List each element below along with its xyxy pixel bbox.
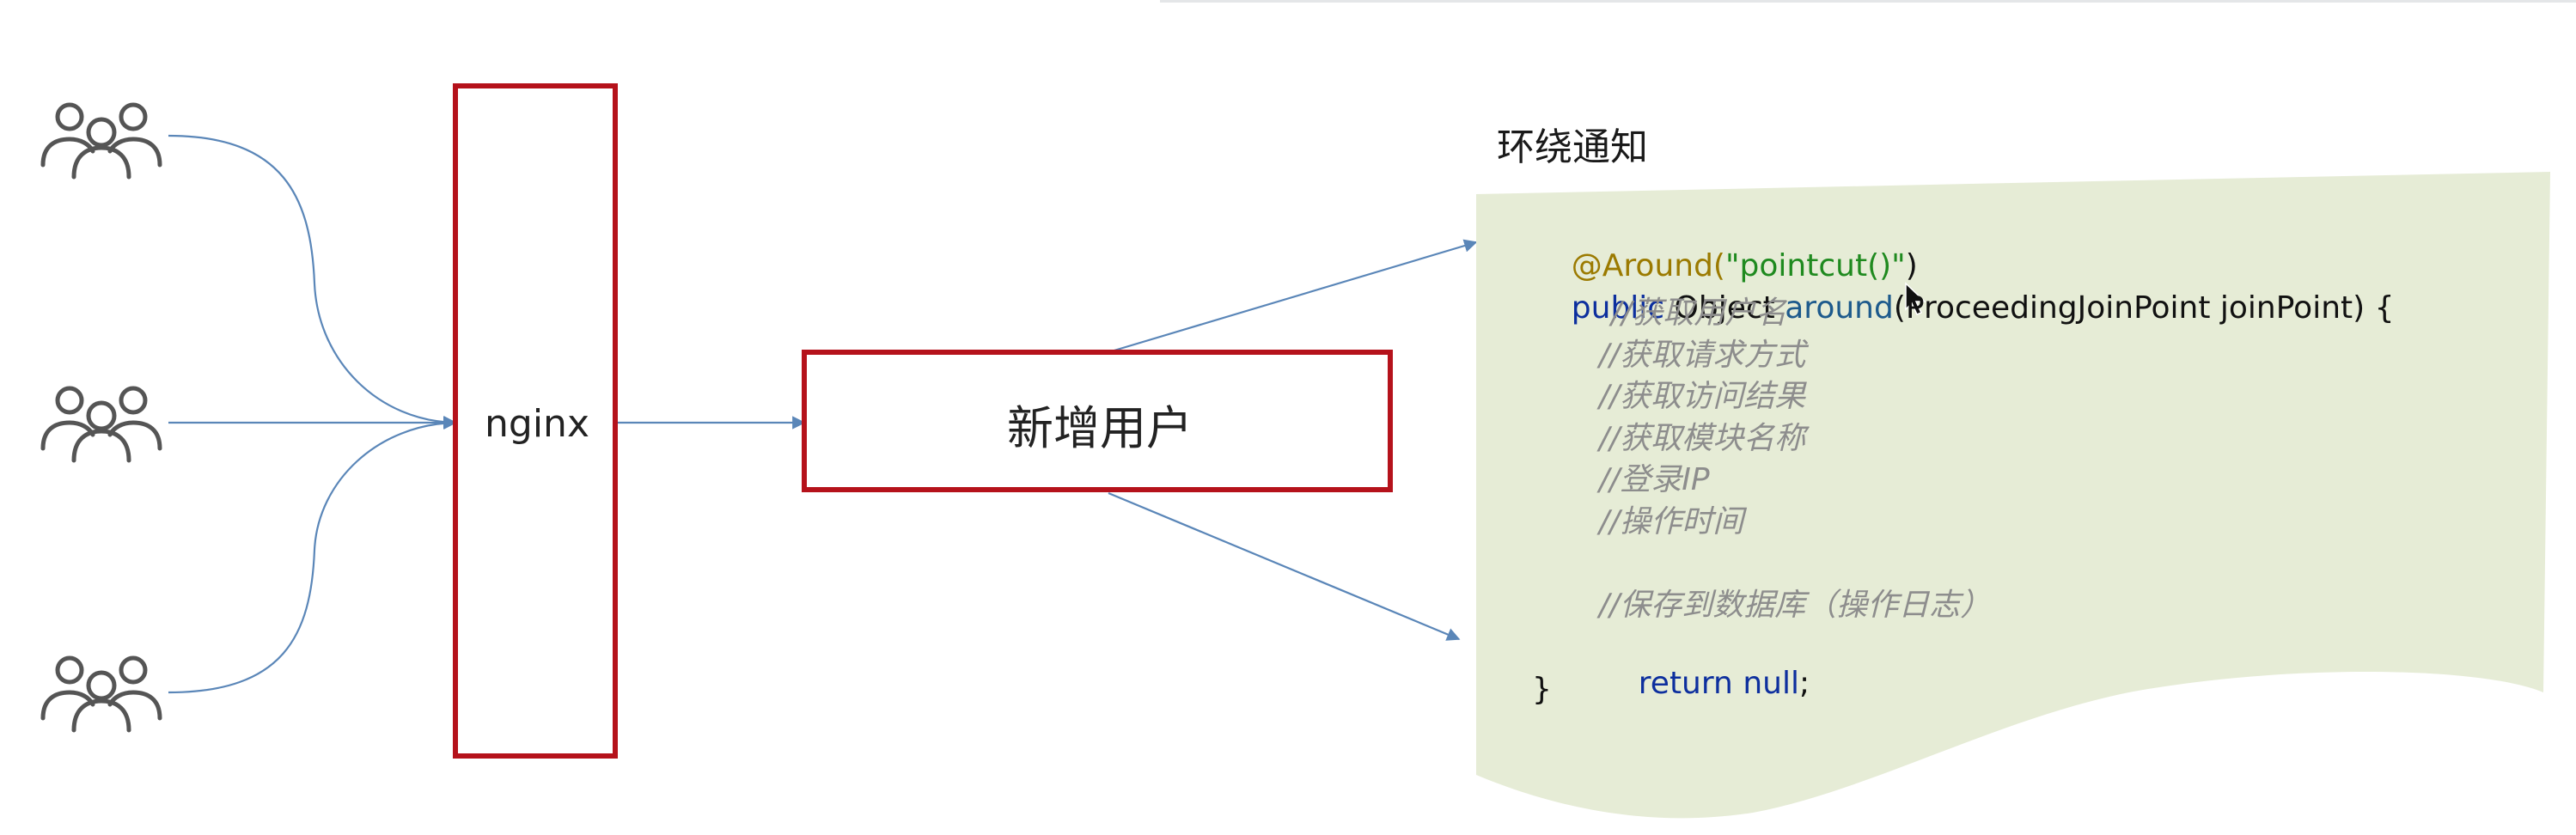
top-divider	[1160, 0, 2576, 3]
method-name: around	[1785, 290, 1894, 326]
process-box	[802, 350, 1393, 492]
annotation-close: )	[1905, 248, 1918, 283]
annotation-string: "pointcut()"	[1724, 248, 1906, 283]
process-label: 新增用户	[1007, 400, 1193, 455]
comment-line: //登录IP	[1599, 462, 1710, 497]
connector-process-card-bottom	[1108, 491, 1461, 641]
return-type: Object	[1664, 290, 1785, 326]
nginx-label: nginx	[485, 401, 589, 446]
code-line-signature: public Object around(ProceedingJoinPoint…	[1532, 254, 2395, 326]
semicolon: ;	[1798, 666, 1810, 701]
comment-line: //获取用户名	[1611, 296, 1787, 331]
keyword-return: return	[1638, 666, 1733, 701]
connector-process-card-top	[1108, 239, 1478, 354]
connector-bottom-users	[168, 416, 457, 694]
code-line-annotation: @Around("pointcut()")	[1532, 212, 1918, 283]
comment-line: //获取访问结果	[1599, 379, 1806, 414]
comment-line: //获取请求方式	[1599, 338, 1806, 373]
comment-line: //操作时间	[1599, 504, 1744, 539]
code-card	[1476, 172, 2550, 819]
user-group-icon	[40, 655, 162, 733]
comment-line: //获取模块名称	[1599, 421, 1806, 456]
annotation-text: @Around(	[1571, 248, 1725, 283]
comment-line-save: //保存到数据库（操作日志）	[1599, 588, 1992, 623]
keyword-null: null	[1743, 666, 1799, 701]
keyword-public: public	[1571, 290, 1665, 326]
user-group-icon	[40, 102, 162, 180]
user-group-icon	[40, 386, 162, 463]
code-line-return: return null;	[1599, 630, 1810, 701]
connector-top-users	[168, 134, 457, 430]
nginx-box	[453, 83, 618, 759]
closing-brace: }	[1532, 672, 1552, 707]
method-params: (ProceedingJoinPoint joinPoint) {	[1893, 290, 2395, 326]
card-title: 环绕通知	[1497, 125, 1648, 169]
mouse-cursor-icon	[1905, 282, 1926, 315]
